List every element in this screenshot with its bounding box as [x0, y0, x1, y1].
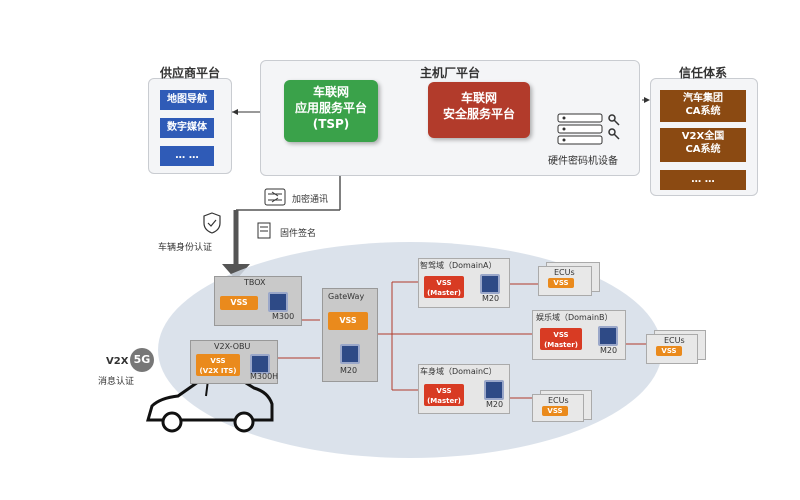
tsp-line-1: 车联网: [312, 85, 349, 99]
v2x-label: V2X: [106, 356, 129, 367]
domain-b-vss-l2: (Master): [544, 341, 578, 349]
domain-a-vss-l1: VSS: [436, 279, 452, 287]
domain-a-ecu-vss: VSS: [548, 278, 574, 288]
domain-c-vss: VSS (Master): [424, 384, 464, 406]
domain-b-ecu-vss: VSS: [656, 346, 682, 356]
shield-check-icon: [203, 212, 221, 234]
tbox-chip-icon: [268, 292, 288, 312]
tsp-line-3: (TSP): [312, 117, 350, 131]
5g-text: 5G: [133, 353, 151, 366]
security-line-1: 车联网: [460, 91, 497, 105]
domain-c-chip-label: M20: [486, 400, 504, 409]
trust-item-more: … …: [660, 170, 746, 190]
v2x-obu-vss-l1: VSS: [210, 357, 226, 365]
domain-b-title: 娱乐域（DomainB）: [536, 313, 613, 322]
trust-item-v2x-ca: V2X全国 CA系统: [660, 128, 746, 162]
tbox-chip-label: M300: [272, 312, 295, 321]
trust-item-2-l1: V2X全国: [681, 131, 725, 142]
tbox-vss: VSS: [220, 296, 258, 310]
domain-b-chip-label: M20: [600, 346, 618, 355]
trust-item-group-ca: 汽车集团 CA系统: [660, 90, 746, 122]
domain-c-title: 车身域（DomainC）: [420, 367, 497, 376]
hsm-label: 硬件密码机设备: [548, 156, 618, 167]
domain-a-vss: VSS (Master): [424, 276, 464, 298]
security-platform-box: 车联网 安全服务平台: [428, 82, 530, 138]
message-auth-label: 消息认证: [98, 377, 135, 387]
v2x-obu-chip-icon: [250, 354, 270, 374]
domain-b-chip-icon: [598, 326, 618, 346]
gateway-box: [322, 288, 378, 382]
oem-title: 主机厂平台: [419, 66, 480, 80]
domain-a-vss-l2: (Master): [427, 289, 461, 297]
v2x-obu-vss: VSS (V2X ITS): [196, 354, 240, 376]
supplier-title: 供应商平台: [159, 66, 220, 80]
encrypt-label: 加密通讯: [292, 195, 329, 205]
firmware-label: 固件签名: [280, 229, 317, 239]
domain-a-chip-label: M20: [482, 294, 500, 303]
security-line-2: 安全服务平台: [442, 107, 515, 121]
domain-a-ecu-label: ECUs: [554, 268, 575, 277]
supplier-item-media: 数字媒体: [160, 118, 214, 138]
gateway-vss: VSS: [328, 312, 368, 330]
domain-c-vss-l1: VSS: [436, 387, 452, 395]
tsp-line-2: 应用服务平台: [294, 101, 367, 115]
gateway-chip-label: M20: [340, 366, 358, 375]
trust-item-1-l2: CA系统: [685, 106, 721, 117]
supplier-item-map: 地图导航: [160, 90, 214, 110]
domain-c-vss-l2: (Master): [427, 397, 461, 405]
trust-item-2-l2: CA系统: [685, 144, 721, 155]
trust-item-1-l1: 汽车集团: [683, 93, 723, 104]
domain-b-ecu-label: ECUs: [664, 336, 685, 345]
tbox-title: TBOX: [244, 278, 266, 287]
domain-c-ecu-label: ECUs: [548, 396, 569, 405]
trust-item-3-l1: … …: [691, 174, 715, 185]
domain-a-chip-icon: [480, 274, 500, 294]
5g-icon: 5G: [130, 348, 154, 372]
switch-icon: [264, 188, 286, 206]
domain-c-ecu-vss: VSS: [542, 406, 568, 416]
domain-b-vss-l1: VSS: [553, 331, 569, 339]
domain-b-vss: VSS (Master): [540, 328, 582, 350]
gateway-title: GateWay: [328, 292, 365, 301]
vehicle-auth-label: 车辆身份认证: [158, 243, 213, 253]
domain-c-chip-icon: [484, 380, 504, 400]
supplier-item-more: … …: [160, 146, 214, 166]
v2x-obu-title: V2X-OBU: [214, 342, 251, 351]
tsp-box: 车联网 应用服务平台 (TSP): [284, 80, 378, 142]
gateway-chip-icon: [340, 344, 360, 364]
domain-a-title: 智驾域（DomainA）: [420, 261, 497, 270]
v2x-obu-vss-l2: (V2X ITS): [199, 367, 237, 375]
hsm-server-icon: [557, 113, 620, 145]
document-sign-icon: [257, 222, 271, 239]
trust-title: 信任体系: [678, 66, 727, 80]
v2x-obu-chip-label: M300H: [250, 372, 279, 381]
